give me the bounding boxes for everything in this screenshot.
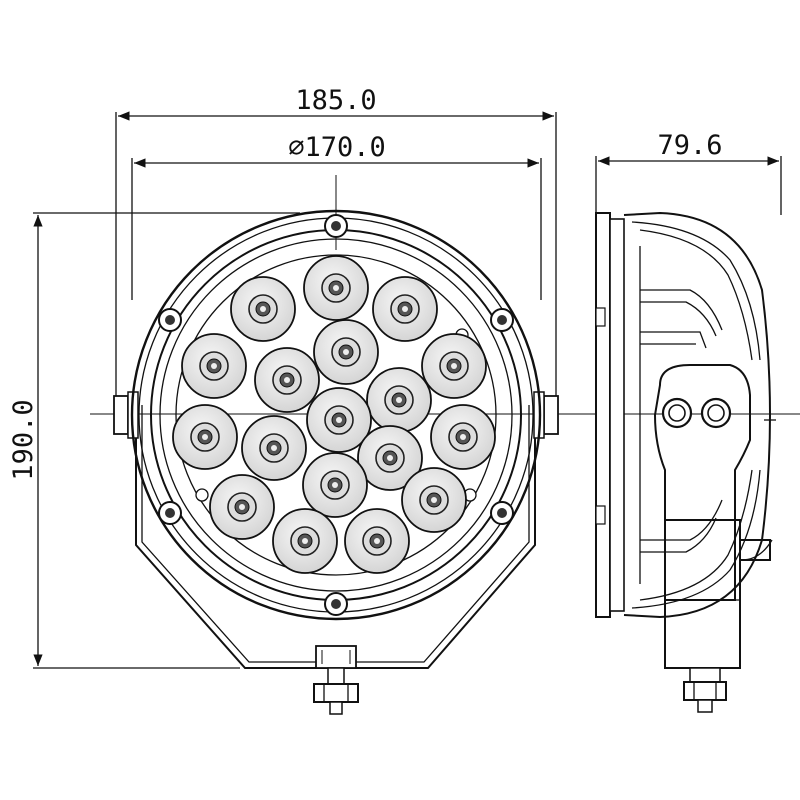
lens-ring xyxy=(159,238,513,592)
led-module xyxy=(209,474,275,540)
vent-hole xyxy=(195,488,209,502)
bezel-screw xyxy=(490,501,514,525)
led-array xyxy=(172,255,496,574)
led-module xyxy=(172,404,238,470)
led-module xyxy=(181,333,247,399)
cooling-fins xyxy=(640,289,776,561)
left-mount-bolt xyxy=(113,395,129,435)
dimension-label-depth: 79.6 xyxy=(657,130,722,161)
led-module xyxy=(430,404,496,470)
led-module xyxy=(302,452,368,518)
bezel-screw xyxy=(158,308,182,332)
led-module xyxy=(372,276,438,342)
dimension-depth: 79.6 xyxy=(595,130,782,215)
led-module xyxy=(421,333,487,399)
led-module xyxy=(313,319,379,385)
dimension-height: 190.0 xyxy=(8,212,300,669)
side-lens-plate xyxy=(595,212,611,618)
dimension-label-diameter: ⌀170.0 xyxy=(288,132,386,163)
led-module xyxy=(230,276,296,342)
dimension-lens-diameter: ⌀170.0 xyxy=(131,132,542,300)
led-module xyxy=(401,467,467,533)
led-module xyxy=(241,415,307,481)
side-cable xyxy=(740,539,771,561)
right-mount-bolt xyxy=(543,395,559,435)
side-view xyxy=(595,211,776,713)
dimension-label-width: 185.0 xyxy=(295,85,376,116)
led-module xyxy=(272,508,338,574)
bezel-screw xyxy=(158,501,182,525)
bottom-mount-stud xyxy=(313,645,359,715)
led-module xyxy=(366,367,432,433)
dimension-overall-width: 185.0 xyxy=(115,85,557,400)
outer-bezel xyxy=(130,209,542,621)
bezel-screws xyxy=(158,214,514,616)
side-mount-bracket xyxy=(653,364,751,713)
front-view xyxy=(113,209,559,715)
bezel-screw xyxy=(324,214,348,238)
led-module xyxy=(254,347,320,413)
led-module xyxy=(306,387,372,453)
led-module xyxy=(357,425,423,491)
dimension-label-height: 190.0 xyxy=(8,399,39,480)
bezel-screw xyxy=(490,308,514,332)
side-housing xyxy=(623,211,771,619)
bezel-screw xyxy=(324,592,348,616)
led-module xyxy=(344,508,410,574)
led-module xyxy=(303,255,369,321)
